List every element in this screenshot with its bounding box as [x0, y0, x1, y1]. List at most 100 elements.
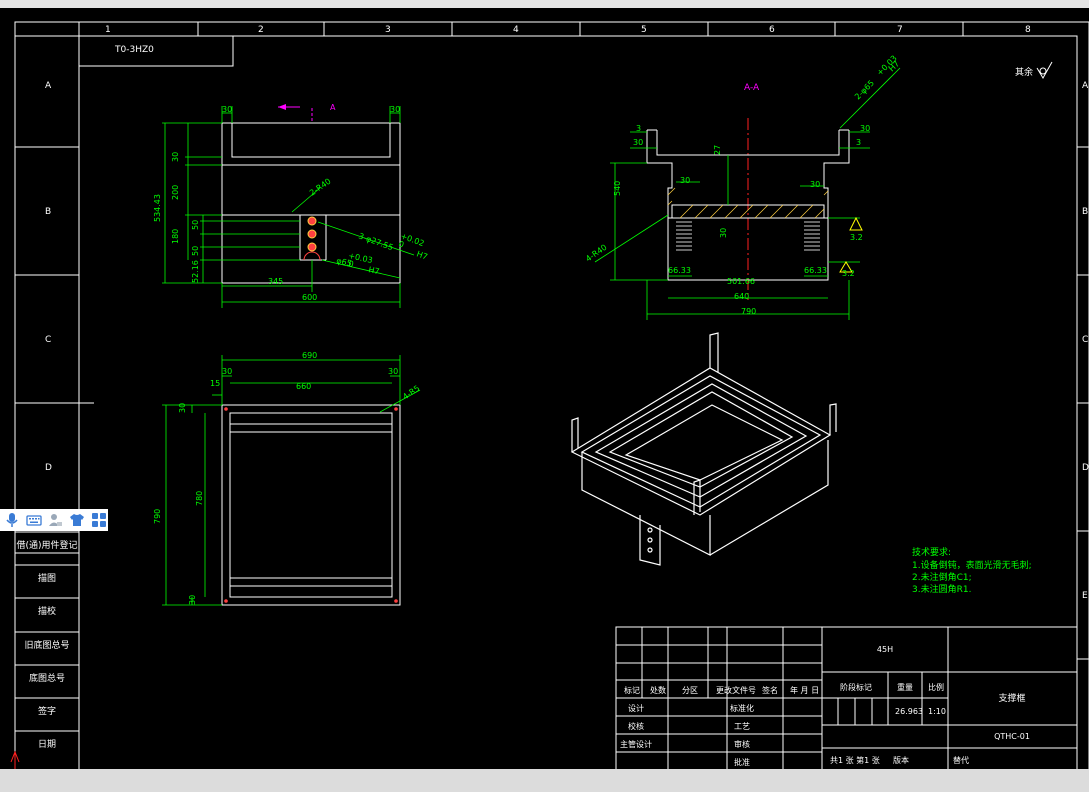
drawing-label: 更改文件号 — [716, 685, 756, 695]
isometric-view — [570, 332, 837, 566]
row-label: A — [45, 81, 52, 91]
drawing-label: 30 — [222, 367, 232, 376]
drawing-label: 标准化 — [730, 703, 754, 713]
drawing-label: 2.未注倒角C1; — [912, 571, 972, 583]
drawing-label: 15 — [210, 379, 220, 388]
row-label: D — [45, 463, 52, 473]
drawing-label: 替代 — [953, 755, 969, 765]
drawing-label: 4-R5 — [401, 384, 421, 402]
drawing-label: 4-R40 — [584, 243, 609, 264]
user-icon[interactable] — [46, 510, 65, 530]
drawing-label: 30 — [719, 228, 728, 238]
drawing-label: 30 — [222, 105, 232, 114]
drawing-label: 50 — [191, 246, 200, 256]
drawing-label: 200 — [171, 185, 180, 200]
drawing-label: 30 — [633, 138, 643, 147]
drawing-label: 600 — [302, 293, 317, 302]
section-marker: A — [278, 103, 336, 122]
row-label: C — [45, 335, 51, 345]
drawing-label: 2-R40 — [308, 177, 333, 198]
ime-toolbar[interactable] — [0, 509, 108, 531]
drawing-label: 30 — [810, 180, 820, 189]
drawing-label: 处数 — [650, 685, 666, 695]
drawing-label: 30 — [860, 124, 870, 133]
status-bar — [0, 769, 1089, 792]
drawing-label: 30 — [188, 595, 197, 605]
section-label: A-A — [744, 83, 760, 93]
drawing-label: 790 — [153, 509, 162, 524]
drawing-label: 640 — [734, 292, 749, 301]
row-label: C — [1082, 335, 1088, 345]
drawing-label: 180 — [171, 229, 180, 244]
shirt-icon[interactable] — [68, 510, 87, 530]
drawing-label: 27 — [713, 145, 722, 155]
drawing-label: 标记 — [624, 685, 640, 695]
row-label: E — [1082, 591, 1088, 601]
drawing-label: QTHC-01 — [994, 732, 1030, 741]
drawing-label: A — [330, 103, 336, 112]
col-label: 4 — [513, 25, 519, 35]
row-label: D — [1082, 463, 1089, 473]
drawing-label: 支撑框 — [998, 692, 1025, 704]
drawing-label: 26.963 — [895, 707, 923, 716]
code-box-text: T0-3HZ0 — [114, 45, 154, 55]
col-label: 1 — [105, 25, 111, 35]
drawing-label: 旧底图总号 — [24, 639, 69, 651]
drawing-label: 2-φ65 — [853, 78, 876, 101]
top-bar — [0, 0, 1089, 8]
drawing-label: 校核 — [628, 721, 644, 731]
drawing-label: 66.33 — [668, 266, 691, 275]
drawing-label: 0 — [348, 259, 355, 269]
drawing-label: 签名 — [762, 685, 778, 695]
row-labels: A B C D A B C D E — [45, 81, 1089, 601]
drawing-label: 批准 — [734, 757, 750, 767]
drawing-label: 66.33 — [804, 266, 827, 275]
drawing-label: 描校 — [38, 605, 56, 617]
drawing-label: 3 — [856, 138, 861, 147]
drawing-label: 设计 — [628, 703, 644, 713]
technical-notes: 技术要求: 1.设备倒钝，表面光滑无毛刺; 2.未注倒角C1; 3.未注圆角R1… — [912, 546, 1032, 595]
drawing-frame — [14, 21, 1089, 769]
drawing-label: 660 — [296, 382, 311, 391]
drawing-label: 版本 — [893, 755, 909, 765]
col-label: 5 — [641, 25, 647, 35]
drawing-label: 30 — [388, 367, 398, 376]
title-block: 45H 标记 处数 分区 更改文件号 签名 年 月 日 设计 校核 主管设计 标… — [615, 626, 1078, 769]
front-view: 30 30 30 200 180 50 50 534.43 52.16 345 … — [153, 103, 429, 308]
drawing-label: 3.未注圆角R1. — [912, 583, 971, 595]
drawing-label: 借(通)用件登记 — [16, 539, 77, 551]
drawing-label: 52.16 — [191, 260, 200, 283]
drawing-label: 重量 — [897, 682, 913, 692]
drawing-label: 30 — [178, 403, 187, 413]
section-view: A-A — [584, 54, 901, 320]
col-label: 6 — [769, 25, 775, 35]
drawing-label: 阶段标记 — [840, 682, 872, 692]
drawing-label: 534.43 — [153, 194, 162, 222]
drawing-label: 50 — [191, 220, 200, 230]
drawing-label: 540 — [613, 181, 622, 196]
drawing-svg: 1 2 3 4 5 6 7 8 A B C D A B C D E T0-3HZ… — [10, 21, 1089, 769]
drawing-label: 共1 张 第1 张 — [830, 755, 880, 765]
grid-icon[interactable] — [89, 510, 108, 530]
drawing-label: 501.66 — [727, 277, 755, 286]
cad-drawing-canvas[interactable]: 1 2 3 4 5 6 7 8 A B C D A B C D E T0-3HZ… — [0, 8, 1089, 769]
drawing-label: 30 — [171, 152, 180, 162]
roughness-note: 其余 — [1015, 61, 1053, 79]
col-label: 2 — [258, 25, 264, 35]
keyboard-icon[interactable] — [25, 510, 44, 530]
drawing-label: 780 — [195, 491, 204, 506]
col-label: 8 — [1025, 25, 1031, 35]
drawing-label: 3.2 — [850, 233, 863, 242]
drawing-label: 790 — [741, 307, 756, 316]
top-view: 690 30 660 30 15 30 790 780 30 4-R5 — [153, 351, 421, 606]
drawing-label: 其余 — [1015, 66, 1033, 78]
row-label: B — [1082, 207, 1088, 217]
microphone-icon[interactable] — [3, 510, 22, 530]
drawing-label: 1.设备倒钝，表面光滑无毛刺; — [912, 559, 1032, 571]
row-label: A — [1082, 81, 1089, 91]
drawing-label: 描图 — [38, 572, 56, 584]
col-label: 3 — [385, 25, 391, 35]
drawing-label: 底图总号 — [29, 672, 65, 684]
drawing-label: 30 — [390, 105, 400, 114]
column-labels: 1 2 3 4 5 6 7 8 — [105, 25, 1031, 35]
